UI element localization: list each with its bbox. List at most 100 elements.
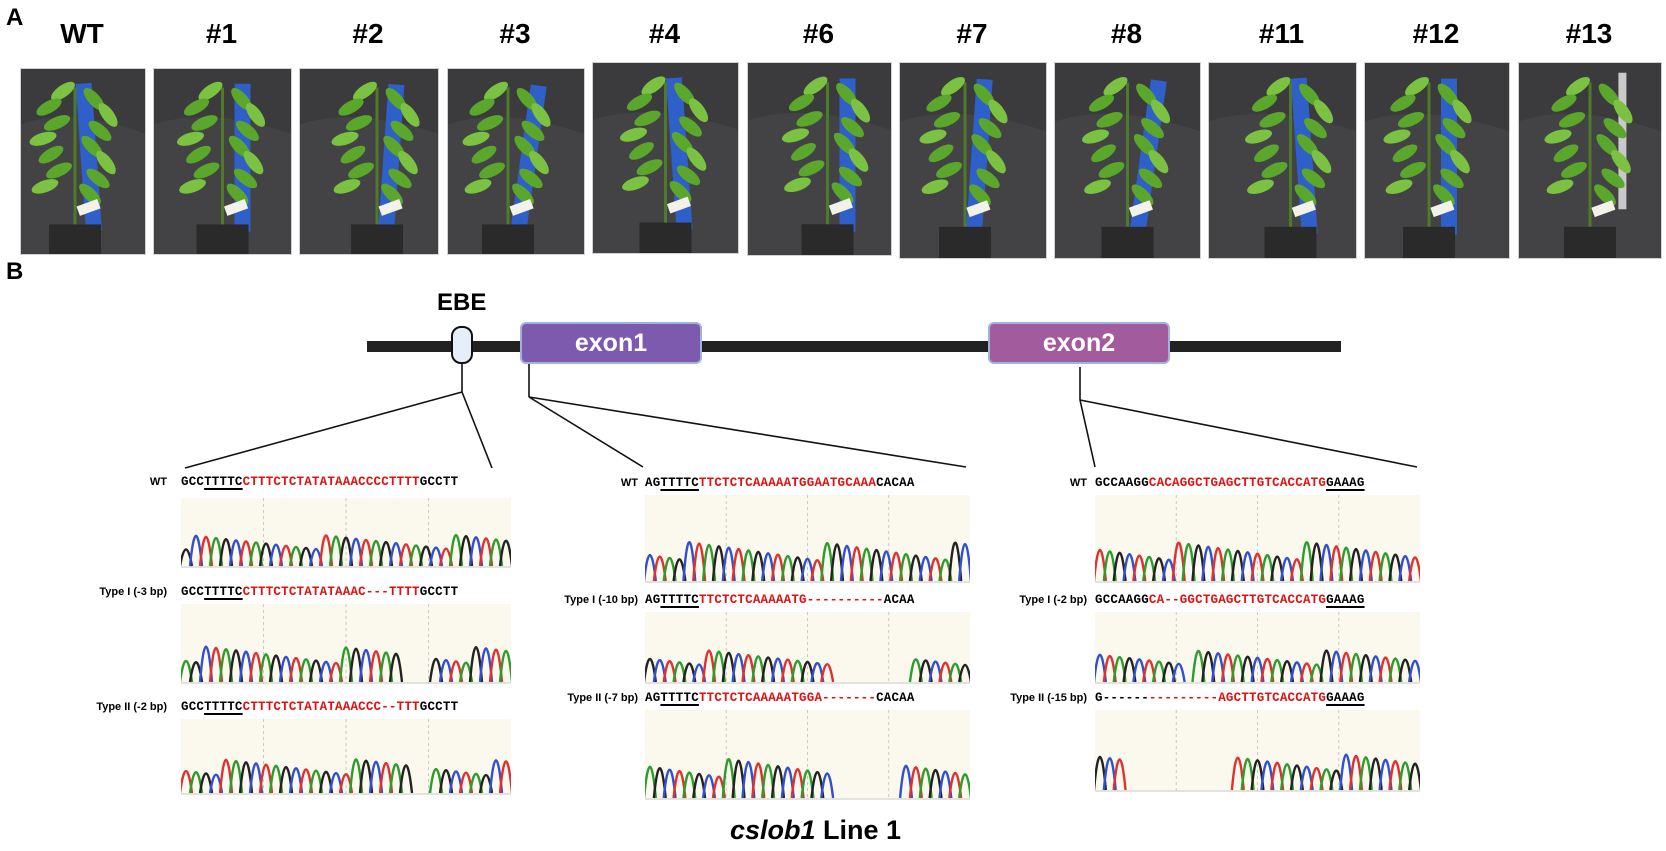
plant-photo	[1518, 62, 1662, 259]
dna-sequence: AGTTTTCTTCTCTCAAAAATGGAATGCAAACACAA	[645, 476, 915, 490]
plant-photo	[153, 68, 292, 255]
sequence-segment: GCCAAGG	[1095, 476, 1149, 490]
sequence-segment: GAAAG	[1326, 476, 1365, 490]
sequence-row-label: Type II (-2 bp)	[96, 701, 167, 713]
dna-sequence: AGTTTTCTTCTCTCAAAAATGGA-------CACAA	[645, 691, 915, 705]
sequence-segment: GAAAG	[1326, 691, 1365, 705]
sequence-segment: TTTTC	[204, 700, 243, 714]
sequence-segment: GCC	[181, 475, 205, 489]
sequence-segment: TTTTC	[660, 593, 699, 607]
sequence-segment: ---------AGCTTGTCACCATG	[1148, 691, 1327, 705]
plant-label: #7	[956, 18, 988, 49]
figure-caption: cslob1 Line 1	[730, 815, 901, 846]
exon2-zoom-line-left	[1079, 399, 1096, 468]
dna-sequence: GCCAAGGCA--GGCTGAGCTTGTCACCATGGAAAG	[1095, 593, 1365, 607]
sequence-segment: TTTTC	[204, 585, 243, 599]
sequence-row-label: WT	[149, 476, 167, 488]
plant-photo	[747, 62, 892, 256]
dna-sequence: AGTTTTCTTCTCTCAAAAATG----------ACAA	[645, 593, 915, 607]
plant-photo	[1364, 62, 1510, 259]
sequence-segment: CTTTCTCTATATAAACCCCTTTT	[242, 475, 420, 489]
exon1-zoom-line-left	[528, 396, 644, 468]
sequence-segment: ------	[1102, 691, 1149, 705]
sequence-segment: ACAA	[883, 593, 915, 607]
ebe-label: EBE	[437, 289, 487, 316]
plant-photo	[1054, 62, 1201, 259]
sequence-segment: AG	[645, 593, 661, 607]
sequence-segment: G	[1095, 691, 1103, 705]
dna-sequence: GCCTTTTCCTTTCTCTATATAAACCCCTTTTGCCTT	[181, 475, 458, 489]
plant-photo	[1208, 62, 1357, 259]
sequence-row-label: Type I (-2 bp)	[1019, 594, 1087, 606]
chromatogram	[178, 719, 514, 795]
sequence-segment: CA--GGCTGAGCTTGTCACCATG	[1148, 593, 1327, 607]
gene-backbone	[367, 341, 1341, 352]
sequence-segment: GCC	[181, 585, 205, 599]
exon1-zoom-line-right	[528, 396, 967, 468]
chromatogram	[642, 710, 973, 800]
plant-photo	[447, 68, 585, 255]
chromatogram	[642, 495, 973, 583]
sequence-segment: TTTTC	[660, 691, 699, 705]
caption-line: Line 1	[815, 815, 902, 845]
ebe-zoom-line-left	[184, 391, 463, 469]
plant-label: WT	[60, 18, 104, 49]
sequence-row-label: Type I (-10 bp)	[564, 594, 638, 606]
plant-photo	[299, 68, 439, 255]
sequence-segment: GCCAAGG	[1095, 593, 1149, 607]
panel-b-letter: B	[6, 258, 24, 285]
chromatogram	[1092, 495, 1423, 583]
ebe-zoom-line-right	[461, 391, 493, 469]
sequence-segment: CACAGGCTGAGCTTGTCACCATG	[1148, 476, 1327, 490]
panel-a-letter: A	[6, 4, 24, 31]
sequence-segment: GCCTT	[419, 585, 459, 599]
chromatogram	[1092, 612, 1423, 684]
chromatogram	[178, 604, 514, 684]
sequence-segment: TTCTCTCAAAAATGGAATGCAAA	[698, 476, 877, 490]
dna-sequence: GCCTTTTCCTTTCTCTATATAAACCC--TTTGCCTT	[181, 700, 458, 714]
dna-sequence: GCCTTTTCCTTTCTCTATATAAAC---TTTTGCCTT	[181, 585, 458, 599]
sequence-segment: AG	[645, 691, 661, 705]
plant-photo	[899, 62, 1047, 259]
dna-sequence: G---------------AGCTTGTCACCATGGAAAG	[1095, 691, 1365, 705]
exon1-box: exon1	[520, 322, 702, 364]
plant-label: #4	[648, 18, 681, 49]
exon2-box: exon2	[988, 322, 1170, 364]
caption-gene-name: cslob1	[730, 815, 816, 845]
plant-label: #12	[1412, 18, 1460, 49]
chromatogram	[1092, 710, 1423, 792]
sequence-segment: CACAA	[876, 476, 915, 490]
chromatogram	[178, 498, 514, 568]
dna-sequence: GCCAAGGCACAGGCTGAGCTTGTCACCATGGAAAG	[1095, 476, 1365, 490]
plant-photo	[592, 62, 739, 254]
plant-label: #11	[1258, 18, 1305, 49]
exon2-zoom-line-right	[1079, 399, 1418, 468]
sequence-segment: GCC	[181, 700, 205, 714]
plant-label: #2	[352, 18, 384, 49]
sequence-row-label: Type II (-7 bp)	[567, 692, 638, 704]
plant-photo	[20, 68, 146, 255]
sequence-row-label: WT	[620, 477, 638, 489]
sequence-segment: TTCTCTCAAAAATGGA-------	[698, 691, 877, 705]
sequence-segment: TTTTC	[204, 475, 243, 489]
plant-label: #8	[1110, 18, 1143, 49]
sequence-row-label: Type I (-3 bp)	[99, 586, 167, 598]
sequence-segment: CACAA	[876, 691, 915, 705]
sequence-segment: GAAAG	[1326, 593, 1365, 607]
sequence-row-label: WT	[1069, 477, 1087, 489]
sequence-segment: CTTTCTCTATATAAAC---TTTT	[242, 585, 420, 599]
sequence-segment: TTCTCTCAAAAATG----------	[698, 593, 884, 607]
sequence-row-label: Type II (-15 bp)	[1010, 692, 1087, 704]
sequence-segment: CTTTCTCTATATAAACCC--TTT	[242, 700, 420, 714]
sequence-segment: TTTTC	[660, 476, 699, 490]
chromatogram	[642, 612, 973, 684]
plant-label: #13	[1565, 18, 1613, 49]
ebe-marker	[451, 326, 473, 364]
sequence-segment: AG	[645, 476, 661, 490]
plant-label: #3	[499, 18, 531, 49]
sequence-segment: GCCTT	[419, 475, 459, 489]
sequence-segment: GCCTT	[419, 700, 459, 714]
plant-label: #6	[802, 18, 835, 49]
plant-label: #1	[205, 18, 238, 49]
